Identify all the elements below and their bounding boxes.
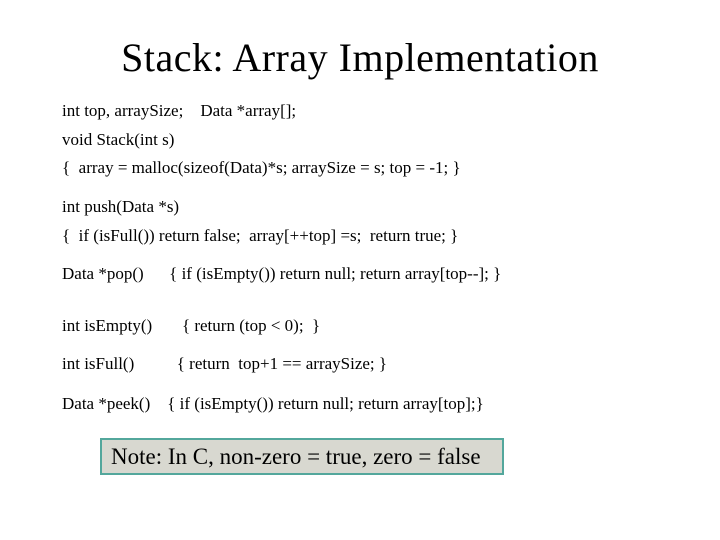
note-box: Note: In C, non-zero = true, zero = fals… [100, 438, 504, 475]
code-line-push-signature: int push(Data *s) [62, 197, 180, 216]
code-line-peek: Data *peek() { if (isEmpty()) return nul… [62, 394, 484, 413]
code-line-isfull: int isFull() { return top+1 == arraySize… [62, 354, 388, 373]
slide-title: Stack: Array Implementation [121, 35, 599, 80]
code-line-declarations: int top, arraySize; Data *array[]; [62, 101, 297, 120]
code-line-stack-body: { array = malloc(sizeof(Data)*s; arraySi… [62, 158, 461, 177]
code-line-stack-signature: void Stack(int s) [62, 130, 175, 149]
note-text: Note: In C, non-zero = true, zero = fals… [111, 444, 481, 469]
code-line-pop: Data *pop() { if (isEmpty()) return null… [62, 264, 502, 283]
code-line-push-body: { if (isFull()) return false; array[++to… [62, 226, 459, 245]
code-line-isempty: int isEmpty() { return (top < 0); } [62, 316, 321, 335]
